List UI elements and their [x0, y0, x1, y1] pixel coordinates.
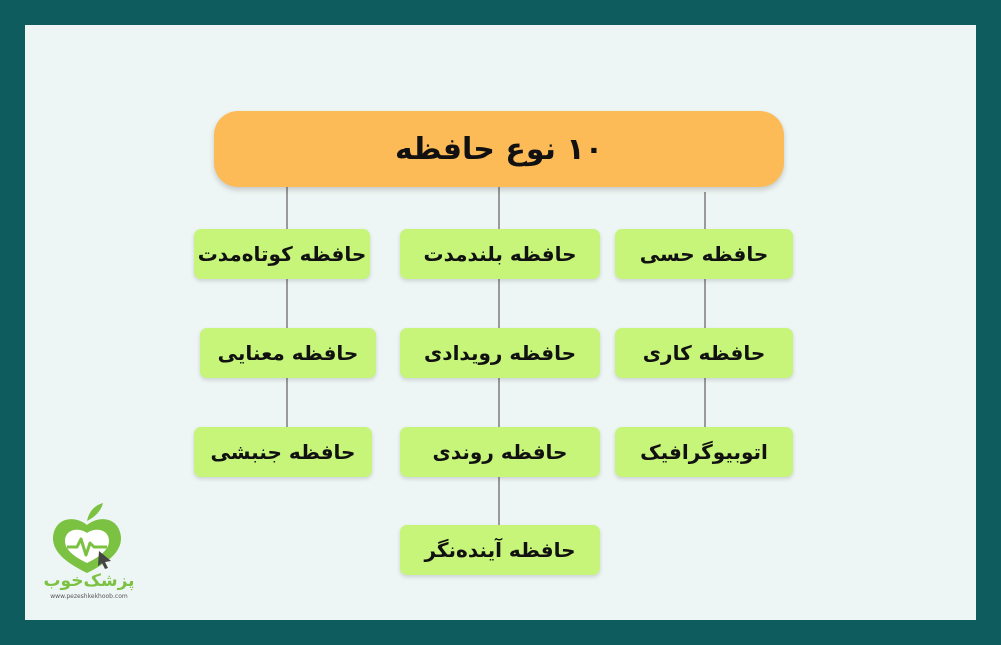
diagram-title: ۱۰ نوع حافظه	[214, 111, 784, 187]
brand-name: پزشک‌خوب	[43, 571, 135, 591]
brand-url: www.pezeshkekhoob.com	[50, 593, 128, 600]
node-motor-memory: حافظه جنبشی	[194, 427, 372, 477]
node-semantic-memory: حافظه معنایی	[200, 328, 376, 378]
node-autobiographical-memory: اتوبیوگرافیک	[615, 427, 793, 477]
node-long-term-memory: حافظه بلندمدت	[400, 229, 600, 279]
apple-heart-icon	[52, 503, 122, 573]
connector-left	[286, 187, 288, 427]
node-short-term-memory: حافظه کوتاه‌مدت	[194, 229, 370, 279]
node-episodic-memory: حافظه رویدادی	[400, 328, 600, 378]
connector-right	[704, 192, 706, 432]
node-sensory-memory: حافظه حسی	[615, 229, 793, 279]
node-working-memory: حافظه کاری	[615, 328, 793, 378]
node-procedural-memory: حافظه روندی	[400, 427, 600, 477]
diagram-canvas: ۱۰ نوع حافظه حافظه حسی حافظه کاری اتوبیو…	[25, 25, 976, 620]
node-prospective-memory: حافظه آینده‌نگر	[400, 525, 600, 575]
